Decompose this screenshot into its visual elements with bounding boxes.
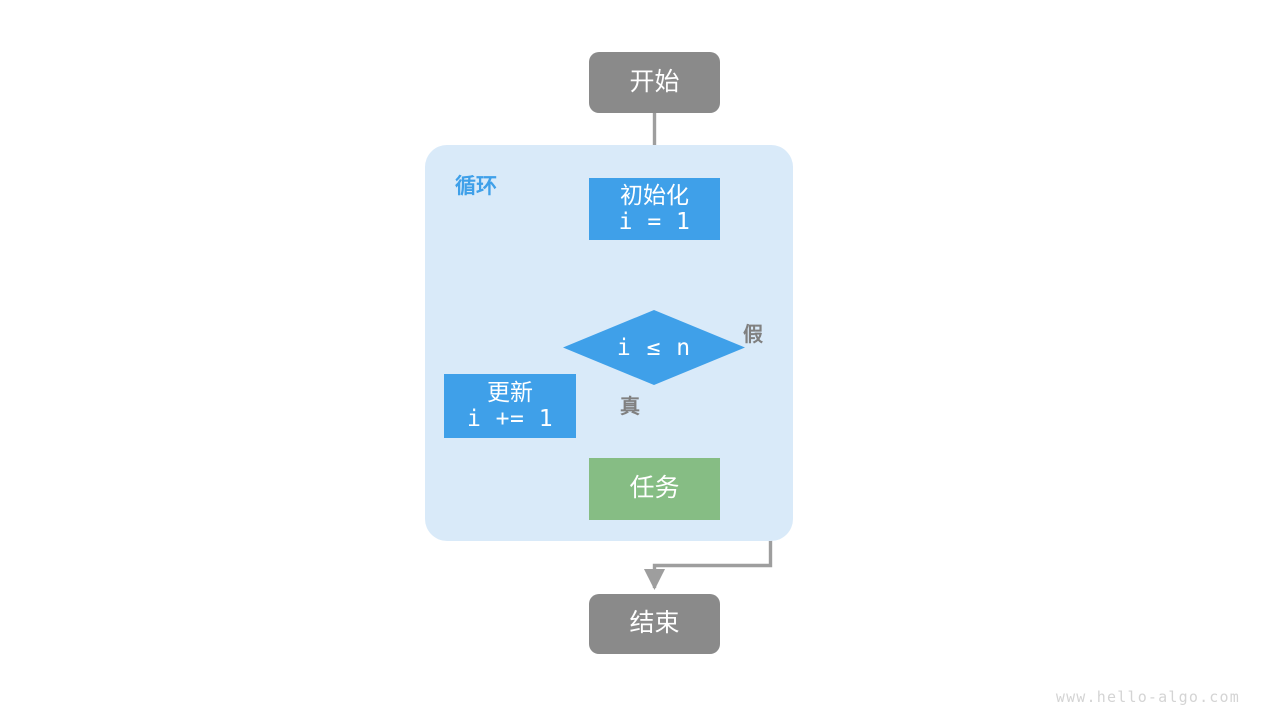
watermark: www.hello-algo.com (1055, 688, 1240, 706)
node-update-expression: i += 1 (466, 406, 554, 432)
node-start-label: 开始 (629, 67, 680, 96)
edge-label-true: 真 (620, 396, 640, 418)
node-task-label: 任务 (629, 474, 680, 503)
node-end-label: 结束 (629, 609, 680, 638)
diamond-shape (563, 310, 745, 385)
node-initialize-expression: i = 1 (618, 209, 691, 235)
node-update[interactable]: 更新 i += 1 (444, 374, 576, 438)
loop-container-label: 循环 (455, 175, 497, 198)
node-initialize-title: 初始化 (620, 181, 689, 208)
node-initialize[interactable]: 初始化 i = 1 (589, 178, 720, 240)
edge-label-false: 假 (743, 324, 763, 346)
node-condition[interactable]: i ≤ n (563, 310, 745, 385)
node-start[interactable]: 开始 (589, 52, 720, 113)
node-condition-label: i ≤ n (616, 334, 692, 361)
node-end[interactable]: 结束 (589, 594, 720, 654)
node-update-title: 更新 (487, 378, 533, 405)
node-task[interactable]: 任务 (589, 458, 720, 520)
